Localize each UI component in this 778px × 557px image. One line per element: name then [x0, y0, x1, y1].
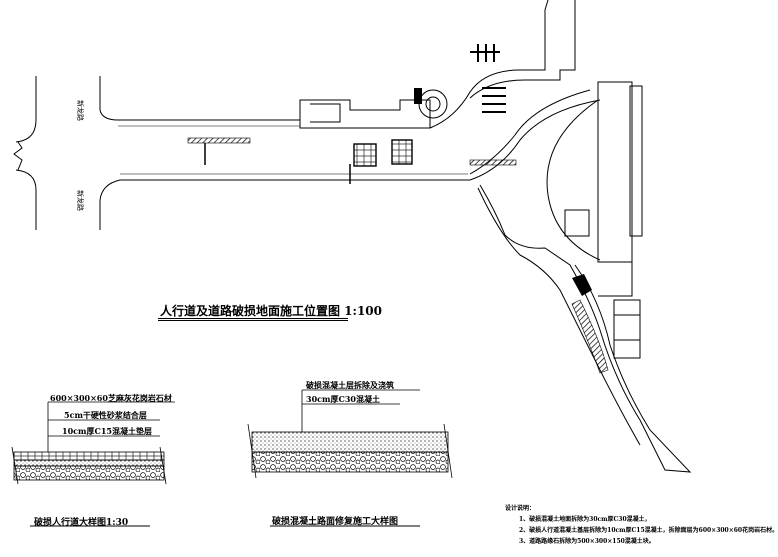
break-mark: [13, 141, 23, 171]
building-outline: [299, 99, 431, 129]
road-edge: [99, 76, 119, 121]
note-item: 1、破损混凝土地面拆除为30cm厚C30混凝土，: [519, 516, 651, 523]
road-edge: [15, 76, 37, 143]
sidewalk-detail-caption: 破损人行道大样图1:30: [34, 518, 129, 528]
road-label: 新龙路: [76, 190, 85, 211]
title-underline: [158, 320, 348, 321]
sidewalk-layer-1: 600×300×60芝麻灰花岗岩石材: [50, 393, 172, 403]
road-edge: [469, 99, 601, 181]
plan-title: 人行道及道路破损地面施工位置图 1:100: [160, 304, 383, 318]
note-item: 3、道路路缘石拆除为500×300×150混凝土块。: [519, 538, 655, 545]
sidewalk-section-detail: [11, 401, 175, 485]
plaza-arc: [546, 99, 601, 261]
crosswalk: [482, 87, 506, 113]
road-label: 新龙路: [76, 100, 85, 121]
site-plan-drawing: 新龙路 新龙路: [11, 0, 692, 527]
notes-heading: 设计说明：: [505, 505, 536, 512]
road-layer-1: 破损混凝土层拆除及浇筑: [306, 380, 394, 390]
design-notes: 设计说明： 1、破损混凝土地面拆除为30cm厚C30混凝土， 2、破损人行道混凝…: [505, 503, 778, 547]
road-section-detail: [247, 389, 453, 479]
damaged-area-markers: [187, 88, 609, 374]
title-underline: [158, 318, 348, 319]
road-layer-2: 30cm厚C30混凝土: [306, 394, 380, 404]
sidewalk-layer-3: 10cm厚C15混凝土垫层: [62, 426, 152, 436]
sidewalk-layer-2: 5cm干硬性砂浆结合层: [64, 410, 147, 420]
note-item: 2、破损人行道混凝土基层拆除为10cm厚C15混凝土，拆除面层为600×300×…: [519, 527, 778, 534]
building-outline: [310, 103, 341, 123]
road-edge: [15, 169, 37, 230]
road-edge: [99, 179, 121, 230]
building-outline: [597, 81, 633, 263]
road-detail-caption: 破损混凝土路面修复施工大样图: [272, 517, 399, 527]
plaza-circle: [418, 89, 448, 119]
